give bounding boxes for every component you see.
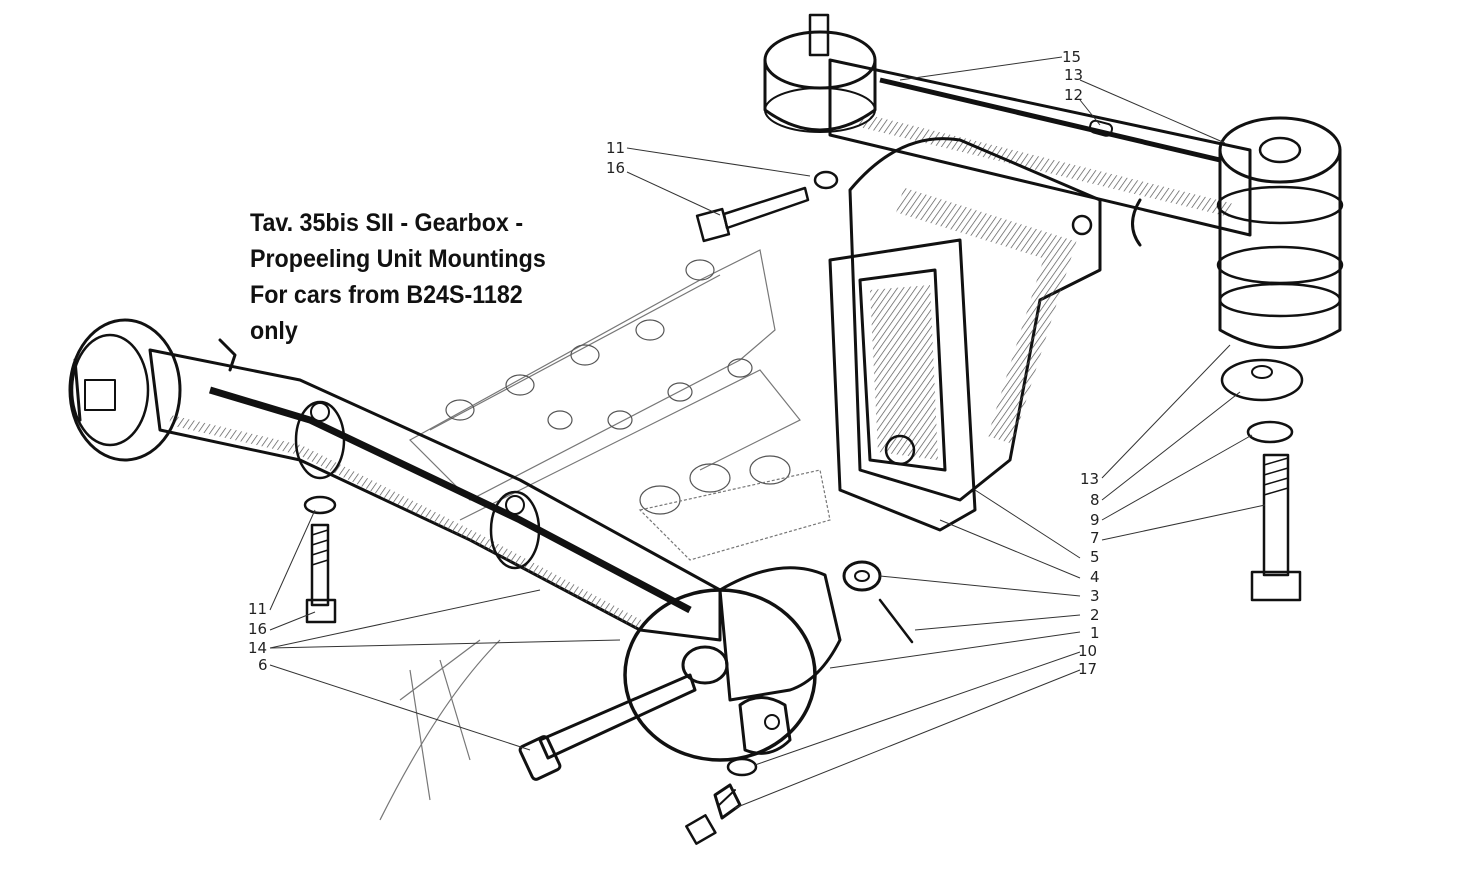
title-line-4: only (250, 317, 298, 345)
front-right-mount (518, 560, 914, 845)
engine-block-outline (379, 249, 831, 821)
upper-bolt (695, 170, 839, 243)
gearbox-bracket (828, 137, 1142, 532)
callout-6: 6 (258, 656, 268, 674)
callout-8: 8 (1090, 491, 1100, 509)
callout-1: 1 (1090, 624, 1100, 642)
callout-11a: 11 (606, 139, 625, 157)
front-cross-member (148, 348, 722, 642)
callout-13b: 13 (1080, 470, 1099, 488)
callout-5: 5 (1090, 548, 1100, 566)
title-line-1: Tav. 35bis SII - Gearbox - (250, 209, 524, 237)
callout-3: 3 (1090, 587, 1100, 605)
title-line-2: Propeeling Unit Mountings (250, 245, 546, 273)
callout-17: 17 (1078, 660, 1097, 678)
rear-cross-member (763, 13, 1344, 349)
callout-13a: 13 (1064, 66, 1083, 84)
rear-vertical-bolt (1220, 358, 1304, 602)
left-vertical-bolt (303, 495, 337, 624)
callout-15: 15 (1062, 48, 1081, 66)
callout-9: 9 (1090, 511, 1100, 529)
diagram-title: Tav. 35bis SII - Gearbox - Propeeling Un… (250, 205, 590, 349)
callout-14: 14 (248, 639, 267, 657)
callout-11b: 11 (248, 600, 267, 618)
left-rubber-mount (68, 318, 237, 462)
callout-10: 10 (1078, 642, 1097, 660)
callout-2: 2 (1090, 606, 1100, 624)
callout-16b: 16 (248, 620, 267, 638)
callout-4: 4 (1090, 568, 1100, 586)
callout-7: 7 (1090, 529, 1100, 547)
callout-12: 12 (1064, 86, 1083, 104)
callout-16a: 16 (606, 159, 625, 177)
callout-labels: 15 13 12 11 16 13 8 9 7 5 4 3 2 1 10 17 … (248, 48, 1100, 678)
title-line-3: For cars from B24S-1182 (250, 281, 523, 309)
leader-lines (269, 56, 1266, 809)
